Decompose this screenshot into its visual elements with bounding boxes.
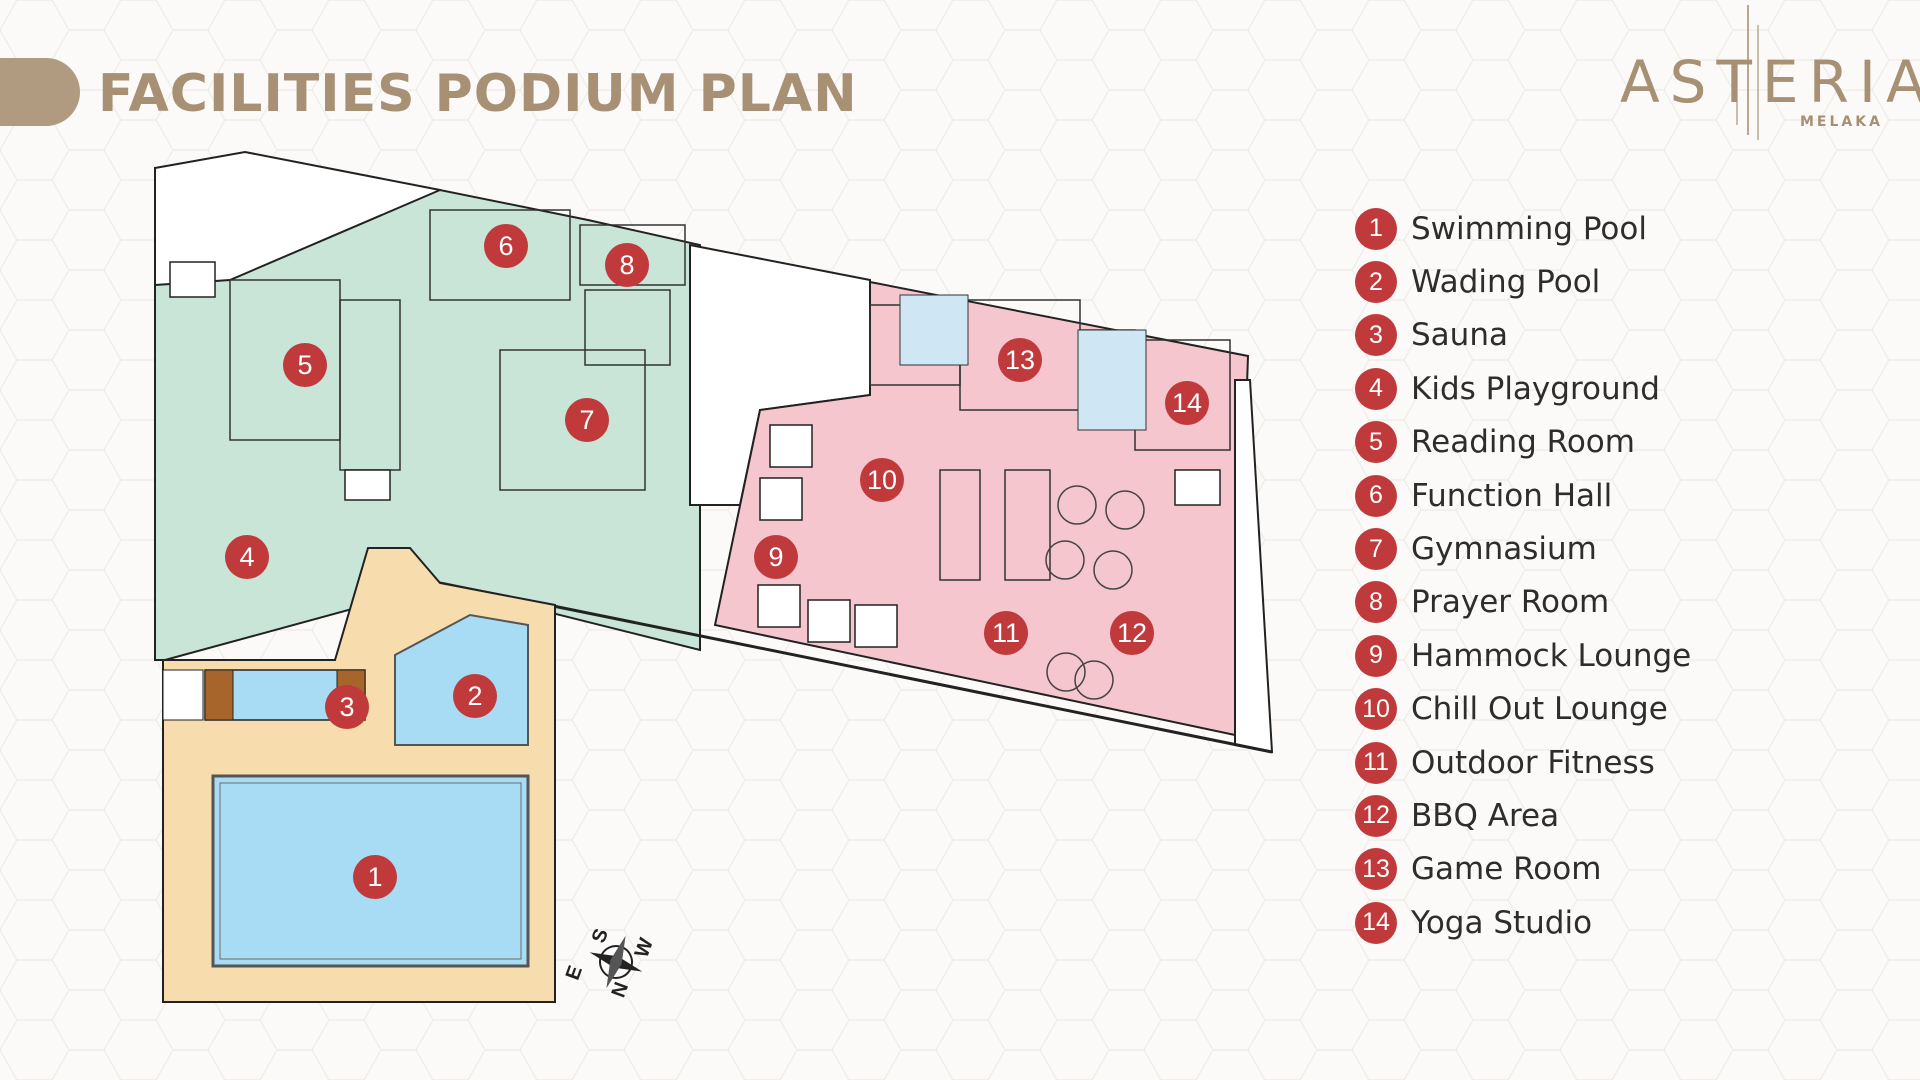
legend-label: Chill Out Lounge [1411,691,1668,728]
marker-14: 14 [1165,381,1209,425]
marker-7: 7 [565,398,609,442]
svg-text:13: 13 [1005,345,1035,375]
marker-9: 9 [754,535,798,579]
legend-label: Wading Pool [1411,264,1601,301]
legend-item: 7 Gymnasium [1355,522,1691,575]
svg-text:8: 8 [619,250,634,280]
svg-text:3: 3 [339,692,354,722]
legend-label: Hammock Lounge [1411,637,1692,674]
legend-number-badge: 9 [1355,634,1397,677]
legend-item: 6 Function Hall [1355,469,1691,522]
marker-1: 1 [353,855,397,899]
svg-text:9: 9 [768,542,783,572]
svg-text:14: 14 [1172,388,1202,418]
marker-8: 8 [605,243,649,287]
legend-number-badge: 5 [1355,421,1397,464]
marker-3: 3 [325,685,369,729]
legend-item: 11 Outdoor Fitness [1355,736,1691,789]
title-accent-pill [0,58,80,126]
legend-number-badge: 12 [1355,794,1397,837]
svg-text:4: 4 [239,542,254,572]
svg-text:12: 12 [1117,618,1147,648]
brand-location: MELAKA [1800,114,1883,130]
legend-label: Gymnasium [1411,531,1597,568]
legend-label: Yoga Studio [1411,904,1593,941]
legend-item: 9 Hammock Lounge [1355,629,1691,682]
legend-item: 14 Yoga Studio [1355,896,1691,949]
legend-item: 8 Prayer Room [1355,576,1691,629]
legend-item: 1 Swimming Pool [1355,202,1691,255]
legend-number-badge: 7 [1355,528,1397,571]
legend-number-badge: 8 [1355,581,1397,624]
marker-13: 13 [998,338,1042,382]
svg-text:11: 11 [992,618,1020,648]
legend-number-badge: 11 [1355,741,1397,784]
compass-n: N [608,979,634,1000]
svg-text:7: 7 [579,405,594,435]
legend-label: Game Room [1411,851,1602,888]
brand-logo-lines [1736,5,1759,140]
legend-number-badge: 6 [1355,474,1397,517]
compass-w: W [631,935,658,960]
compass-e: E [562,963,587,983]
legend-item: 10 Chill Out Lounge [1355,683,1691,736]
legend-number-badge: 3 [1355,314,1397,357]
page-title: FACILITIES PODIUM PLAN [98,64,858,124]
legend-item: 12 BBQ Area [1355,789,1691,842]
marker-4: 4 [225,535,269,579]
legend-number-badge: 13 [1355,848,1397,891]
svg-text:1: 1 [367,862,382,892]
svg-text:5: 5 [297,350,312,380]
marker-5: 5 [283,343,327,387]
marker-12: 12 [1110,611,1154,655]
marker-10: 10 [860,458,904,502]
legend-label: Swimming Pool [1411,210,1647,247]
svg-text:10: 10 [867,465,897,495]
legend-label: Outdoor Fitness [1411,744,1655,781]
legend-item: 5 Reading Room [1355,416,1691,469]
legend-item: 2 Wading Pool [1355,255,1691,308]
legend-label: Sauna [1411,317,1508,354]
marker-6: 6 [484,224,528,268]
legend-number-badge: 2 [1355,261,1397,304]
marker-11: 11 [984,611,1028,655]
legend-item: 4 Kids Playground [1355,362,1691,415]
compass [589,935,643,989]
legend-label: Prayer Room [1411,584,1610,621]
facilities-legend: 1 Swimming Pool 2 Wading Pool 3 Sauna 4 Kids… [1355,202,1691,949]
zone-right-wedge [1234,379,1274,754]
legend-label: Reading Room [1411,424,1635,461]
legend-number-badge: 10 [1355,688,1397,731]
legend-item: 3 Sauna [1355,309,1691,362]
legend-label: Function Hall [1411,477,1613,514]
legend-label: Kids Playground [1411,370,1660,407]
legend-item: 13 Game Room [1355,843,1691,896]
legend-label: BBQ Area [1411,797,1560,834]
brand-name: ASTERIA [1620,48,1920,116]
svg-text:2: 2 [467,681,482,711]
marker-2: 2 [453,674,497,718]
legend-number-badge: 4 [1355,367,1397,410]
svg-text:6: 6 [498,231,513,261]
legend-number-badge: 1 [1355,207,1397,250]
legend-number-badge: 14 [1355,901,1397,944]
compass-s: S [588,926,613,946]
